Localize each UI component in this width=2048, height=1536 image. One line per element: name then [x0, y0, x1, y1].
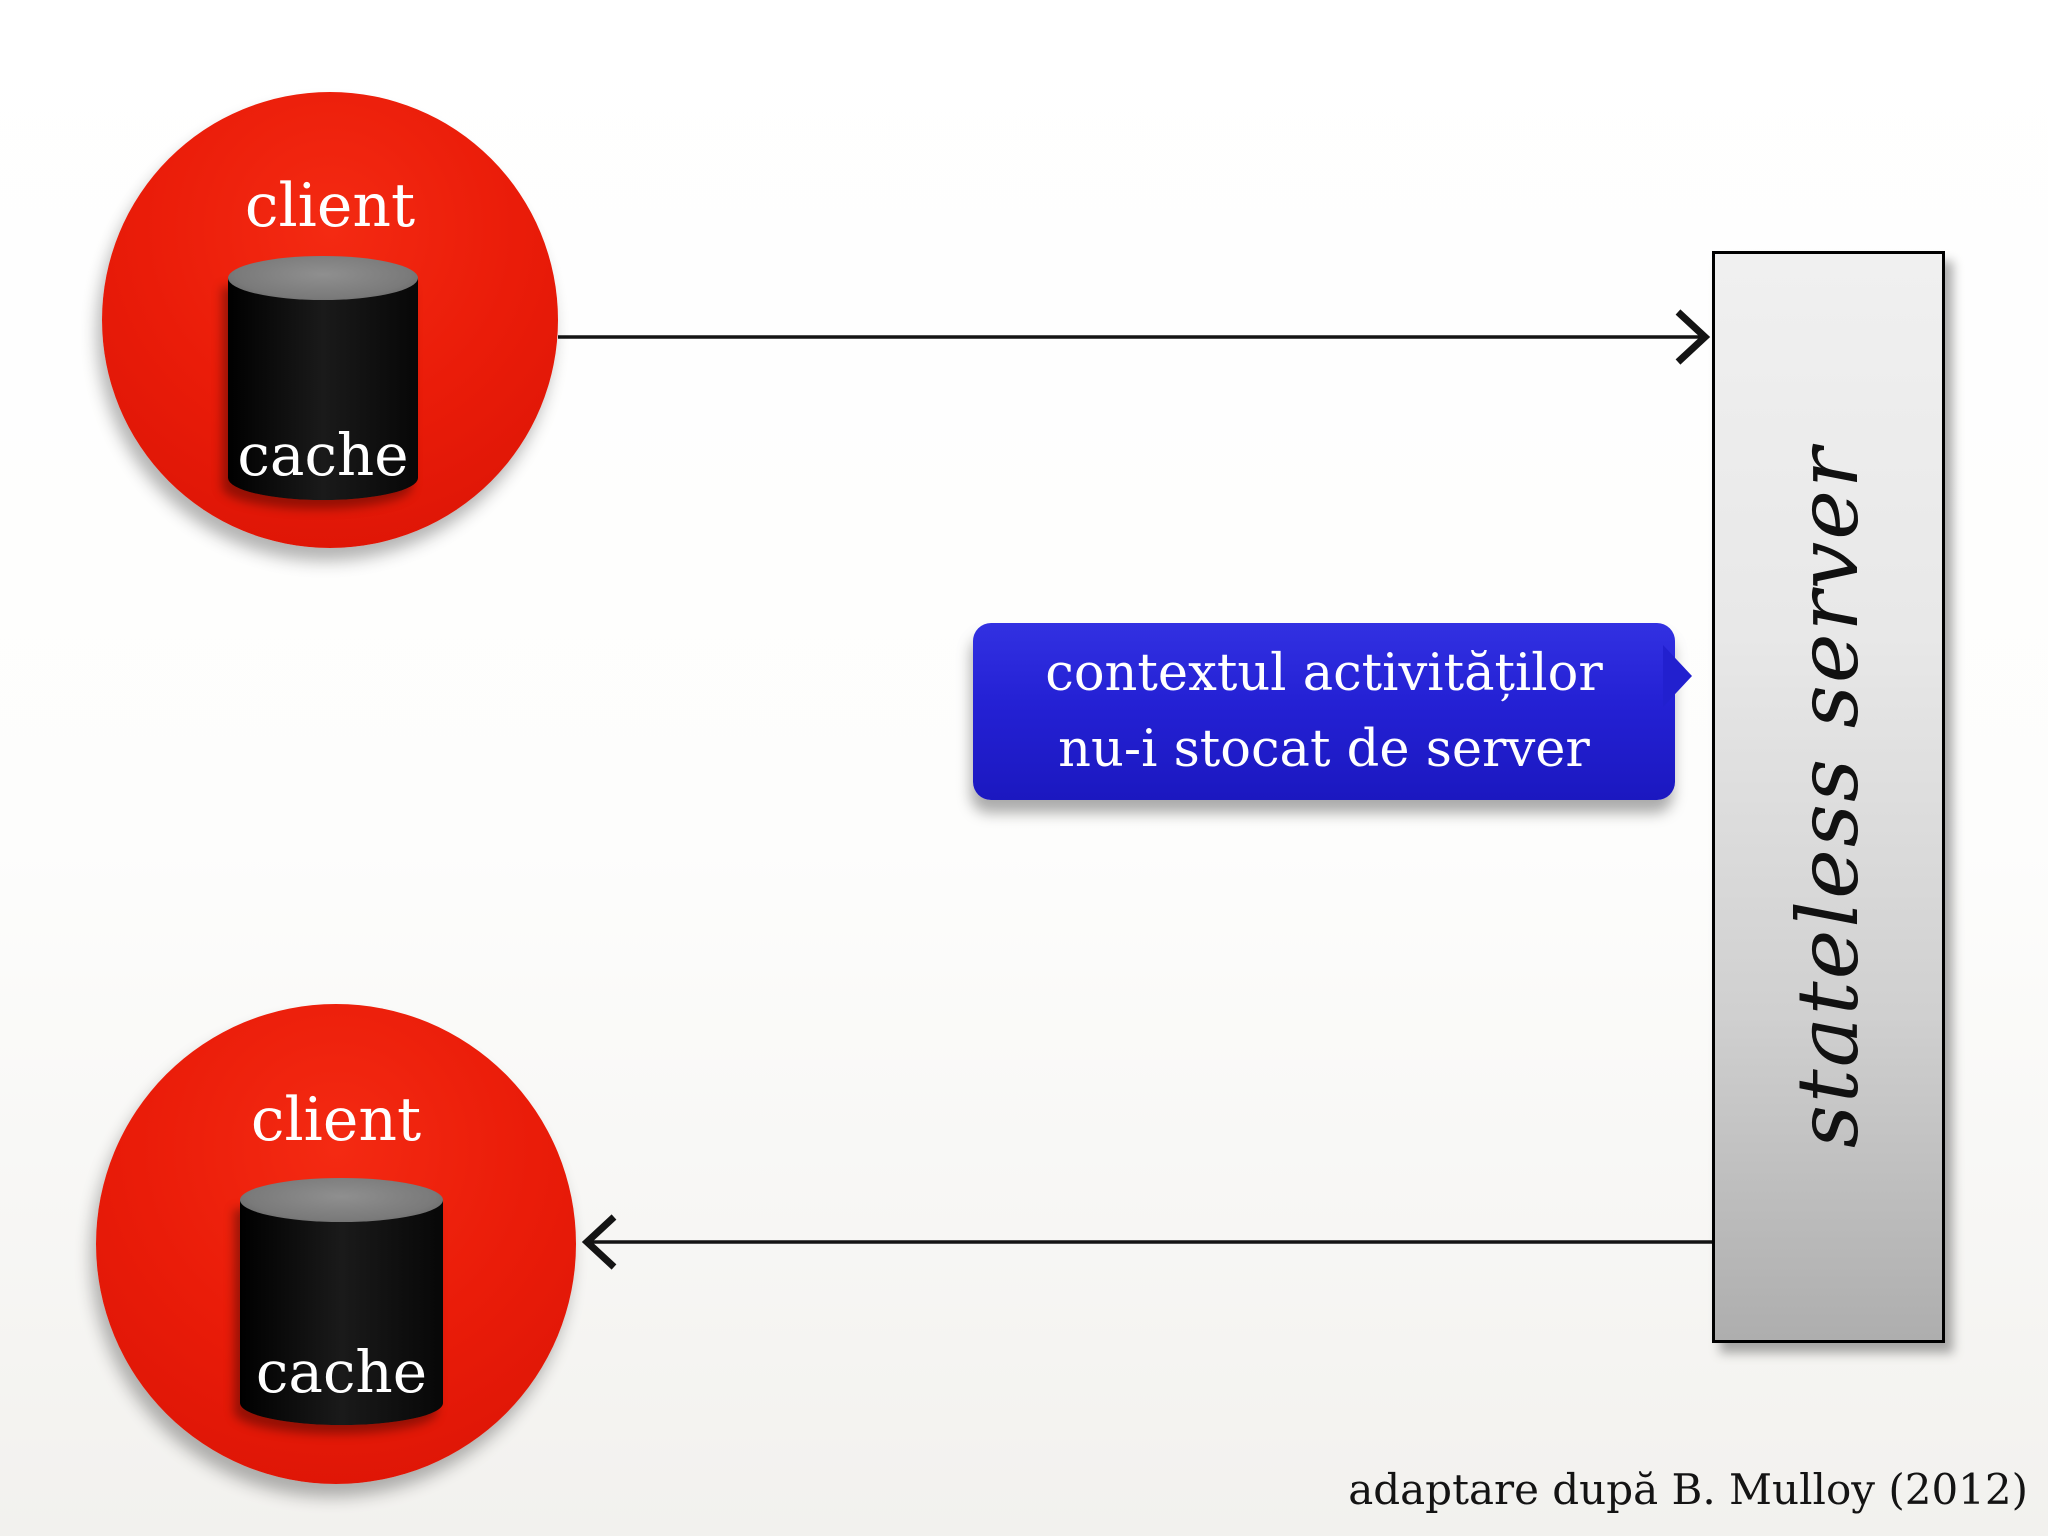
- cache-cylinder-icon: cache: [228, 256, 418, 500]
- arrow-server-to-client-icon: [581, 1214, 1712, 1270]
- client-node-bottom: client cache: [96, 1004, 576, 1484]
- client-node-top: client cache: [102, 92, 558, 548]
- client-label: client: [250, 1085, 422, 1155]
- cache-cylinder-body: cache: [228, 278, 418, 500]
- callout-bubble: contextul activităților nu-i stocat de s…: [973, 623, 1675, 800]
- server-box: stateless server: [1712, 251, 1945, 1343]
- arrow-client-to-server-icon: [558, 309, 1711, 365]
- cache-cylinder-top: [228, 256, 418, 300]
- cache-label: cache: [255, 1338, 428, 1406]
- callout-line-2: nu-i stocat de server: [1058, 719, 1590, 779]
- cache-cylinder-top: [240, 1178, 443, 1222]
- callout-line-1: contextul activităților: [1045, 643, 1603, 703]
- server-label: stateless server: [1779, 445, 1878, 1149]
- cache-cylinder-body: cache: [240, 1200, 443, 1425]
- cache-cylinder-icon: cache: [240, 1178, 443, 1425]
- cache-label: cache: [237, 421, 409, 489]
- client-label: client: [244, 171, 416, 241]
- attribution-text: adaptare după B. Mulloy (2012): [1348, 1465, 2028, 1514]
